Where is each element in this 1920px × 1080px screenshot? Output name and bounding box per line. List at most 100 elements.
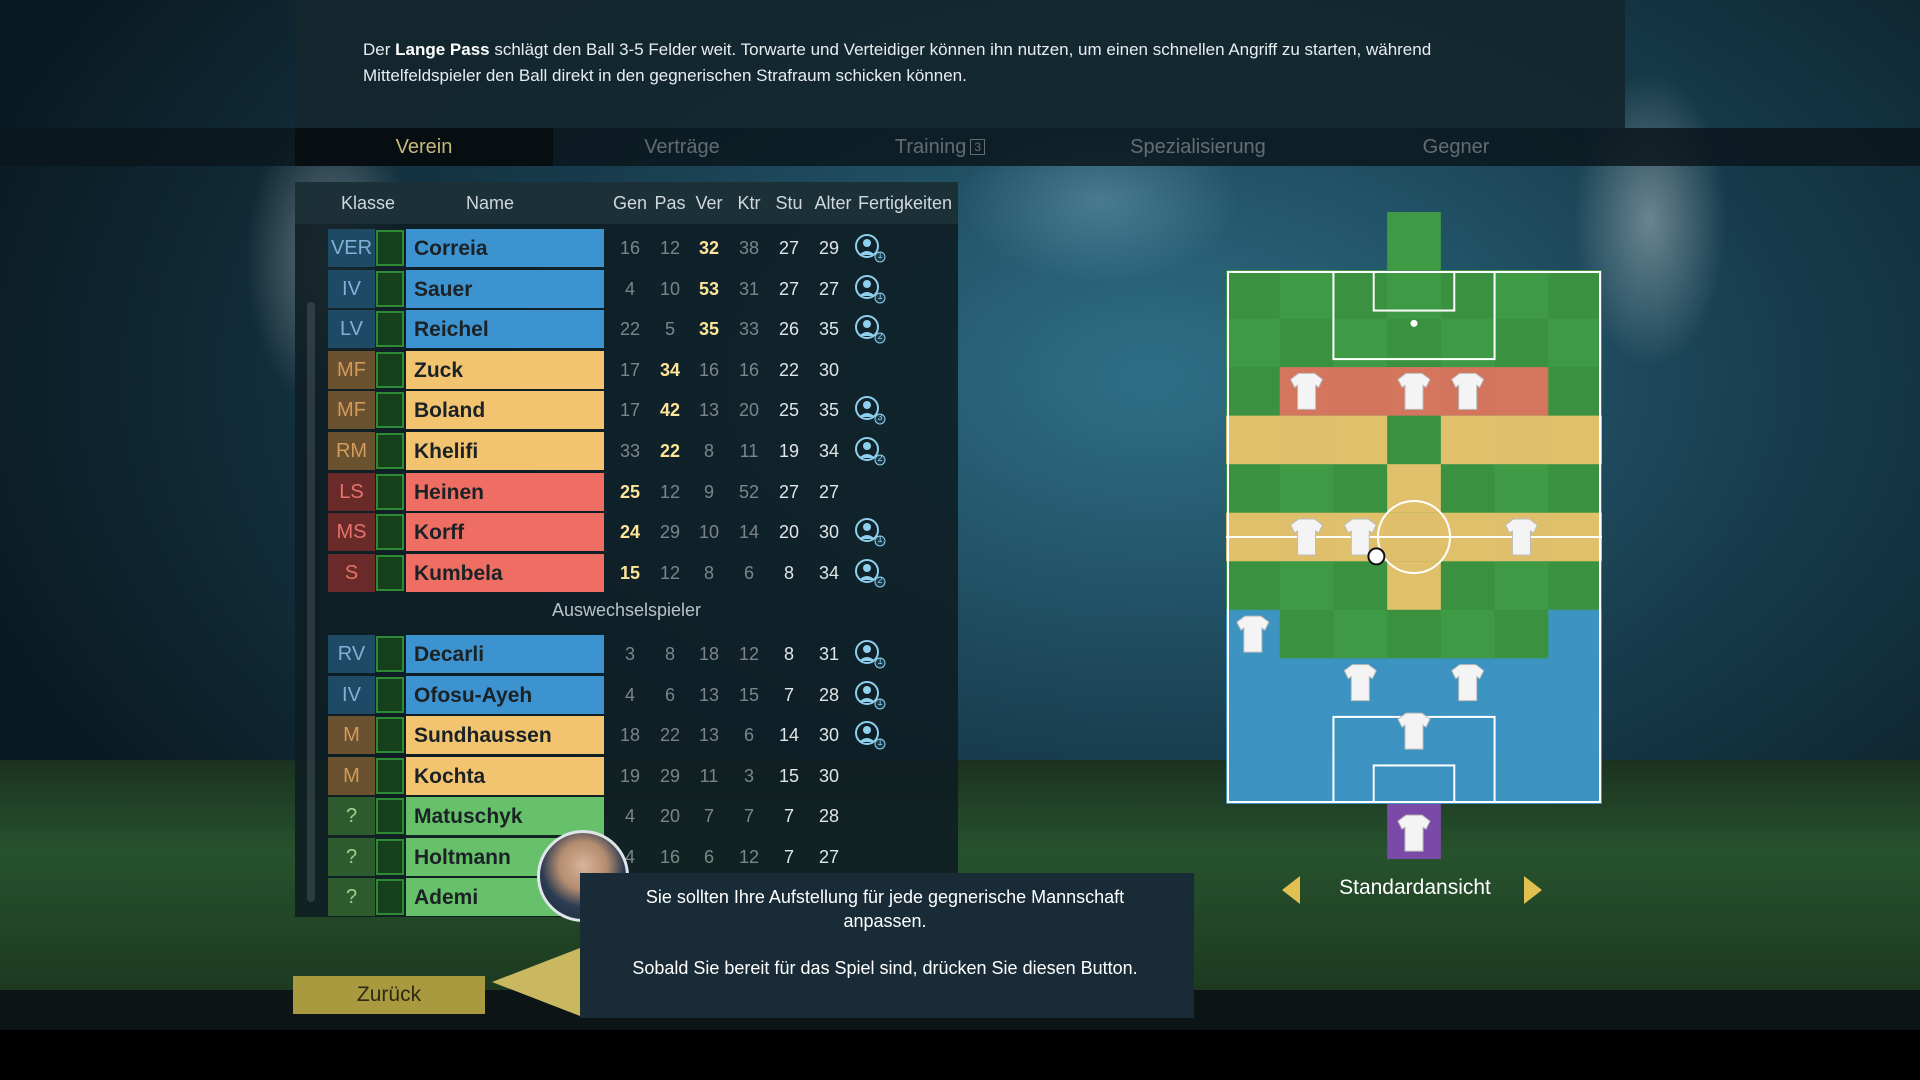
stat-ktr: 52 xyxy=(738,481,760,502)
stat-stu: 7 xyxy=(783,684,794,705)
skill-icon: 1 xyxy=(853,517,887,547)
stat-age: 35 xyxy=(818,319,840,340)
stat-ktr: 6 xyxy=(743,562,754,583)
field-cell xyxy=(1494,609,1549,659)
stat-pas: 29 xyxy=(659,522,681,543)
player-class: IV xyxy=(328,269,375,308)
stat-age: 35 xyxy=(818,400,840,421)
position-minimap-icon xyxy=(376,798,404,834)
subs-label: Auswechselspieler xyxy=(551,600,702,620)
skill-level: 1 xyxy=(877,290,883,301)
stat-ver: 7 xyxy=(703,806,714,826)
back-button[interactable]: Zurück xyxy=(293,976,485,1014)
stat-pas: 6 xyxy=(664,684,675,705)
col-alter: Alter xyxy=(814,193,852,213)
tab-spezialisierung[interactable]: Spezialisierung xyxy=(1130,136,1266,158)
col-pas: Pas xyxy=(654,193,686,213)
stat-pas: 42 xyxy=(659,400,681,421)
field-cell xyxy=(1333,464,1388,513)
view-prev-arrow[interactable] xyxy=(1282,876,1300,904)
player-shirt-icon xyxy=(1236,615,1270,653)
player-shirt-icon xyxy=(1289,518,1324,556)
skill-icon: 1 xyxy=(853,680,887,710)
skill-level: 3 xyxy=(877,412,883,423)
stat-ver: 18 xyxy=(698,644,720,664)
stat-stu: 7 xyxy=(783,806,794,826)
stat-stu: 27 xyxy=(778,278,800,299)
position-minimap-icon xyxy=(376,473,404,510)
stat-ktr: 31 xyxy=(738,278,760,299)
player-class: ? xyxy=(328,878,375,916)
skill-icon: 2 xyxy=(853,558,887,588)
position-minimap-icon xyxy=(376,676,404,713)
stat-ver: 10 xyxy=(698,522,720,543)
player-name: Decarli xyxy=(406,635,604,673)
stat-ver: 9 xyxy=(703,481,714,502)
stat-pas: 29 xyxy=(659,765,681,786)
coach-tip-box: Sie sollten Ihre Aufstellung für jede ge… xyxy=(580,873,1194,1018)
stat-gen: 4 xyxy=(624,806,635,826)
position-minimap-icon xyxy=(376,230,404,266)
tab-vertraege[interactable]: Verträge xyxy=(644,136,720,158)
col-ktr: Ktr xyxy=(737,193,761,213)
stat-gen: 16 xyxy=(619,238,641,258)
position-minimap-icon xyxy=(376,717,404,753)
field-cell xyxy=(1226,561,1280,610)
stat-ktr: 20 xyxy=(738,400,760,421)
player-name: Kumbela xyxy=(406,553,604,592)
coach-tip-line2: Sobald Sie bereit für das Spiel sind, dr… xyxy=(632,958,1138,978)
midfield-zone xyxy=(1440,415,1602,465)
stat-ver: 11 xyxy=(699,765,719,786)
stat-ktr: 6 xyxy=(743,725,754,745)
roster-scrollbar[interactable] xyxy=(307,302,315,902)
stat-ktr: 12 xyxy=(738,644,760,664)
stat-ver: 8 xyxy=(703,441,714,461)
stat-stu: 27 xyxy=(778,481,800,502)
tab-verein[interactable]: Verein xyxy=(295,128,553,166)
col-klasse: Klasse xyxy=(340,193,396,213)
view-next-arrow[interactable] xyxy=(1524,876,1542,904)
stat-age: 29 xyxy=(818,238,840,258)
stat-pas: 10 xyxy=(659,278,681,299)
midfield-zone xyxy=(1226,415,1388,465)
player-name: Ofosu-Ayeh xyxy=(406,675,604,714)
stat-ktr: 38 xyxy=(738,238,760,258)
player-shirt-icon xyxy=(1397,712,1431,750)
player-class: VER xyxy=(328,229,375,267)
stat-pas: 12 xyxy=(659,562,681,583)
player-shirt-icon xyxy=(1504,518,1539,556)
formation-field xyxy=(1226,212,1602,859)
center-circle xyxy=(1377,500,1451,574)
stat-age: 27 xyxy=(818,481,840,502)
stat-gen: 17 xyxy=(619,359,641,380)
position-minimap-icon xyxy=(376,311,404,348)
opponent-goal-strip xyxy=(1387,212,1441,270)
stat-ver: 13 xyxy=(698,725,720,745)
player-shirt-icon xyxy=(1451,372,1485,410)
field-cell xyxy=(1494,318,1549,368)
tab-gegner[interactable]: Gegner xyxy=(1422,136,1490,158)
skill-icon: 1 xyxy=(853,720,887,750)
stat-pas: 22 xyxy=(659,441,681,461)
player-shirt-icon xyxy=(1343,664,1377,702)
position-minimap-icon xyxy=(376,636,404,672)
stat-ktr: 14 xyxy=(738,522,760,543)
position-minimap-icon xyxy=(376,433,404,469)
